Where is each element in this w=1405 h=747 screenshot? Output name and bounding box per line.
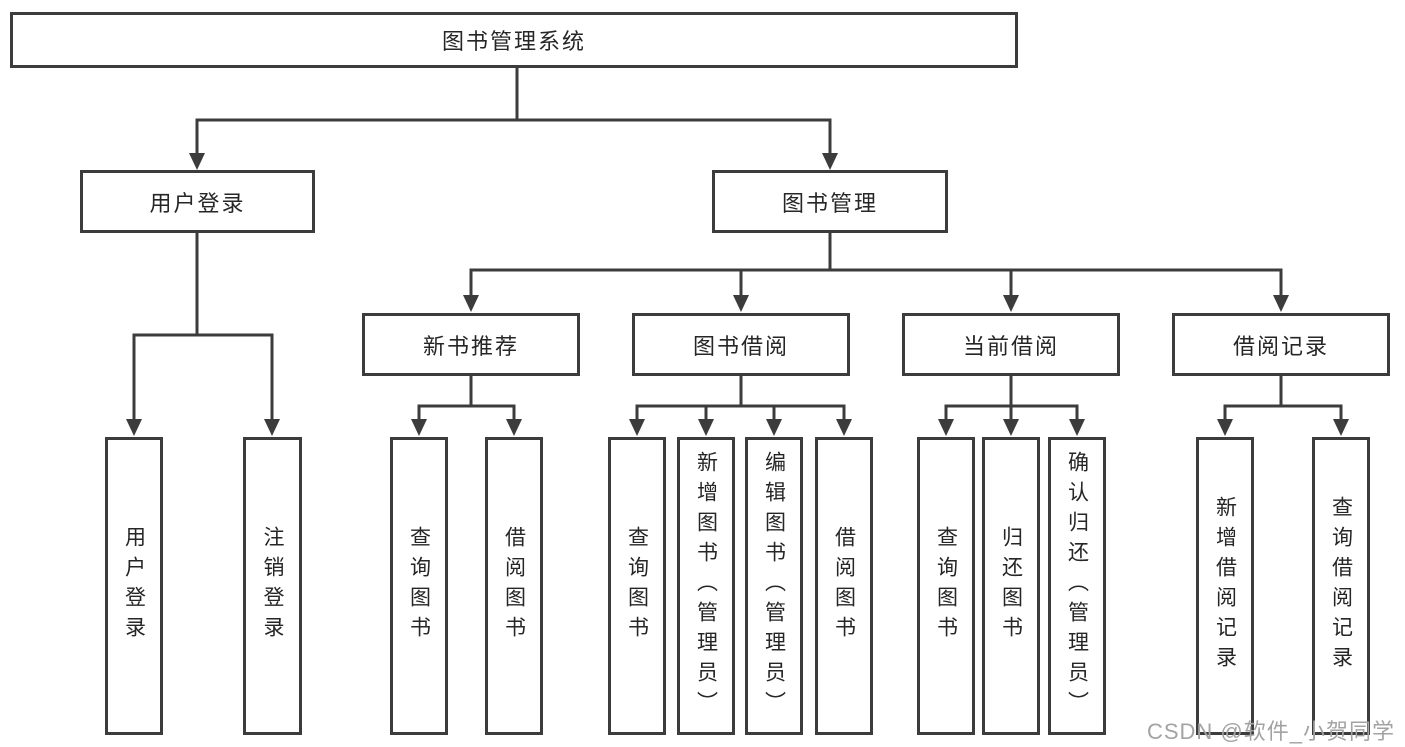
leaf-user-login: 用户登录 xyxy=(105,437,163,735)
leaf-query-books-current: 查询图书 xyxy=(917,437,975,735)
node-book-borrowing: 图书借阅 xyxy=(632,313,850,376)
node-new-book-recommend: 新书推荐 xyxy=(362,313,580,376)
csdn-watermark: CSDN @软件_小贺同学 xyxy=(1146,719,1395,744)
leaf-query-books-borrowing: 查询图书 xyxy=(608,437,666,735)
leaf-logout: 注销登录 xyxy=(243,437,302,735)
leaf-return-books: 归还图书 xyxy=(982,437,1040,735)
leaf-borrow-books-borrowing: 借阅图书 xyxy=(815,437,873,735)
node-book-management: 图书管理 xyxy=(712,170,948,233)
node-user-login: 用户登录 xyxy=(80,170,315,233)
node-current-borrowing: 当前借阅 xyxy=(902,313,1120,376)
leaf-query-books-recommend: 查询图书 xyxy=(390,437,448,735)
leaf-add-borrow-record: 新增借阅记录 xyxy=(1196,437,1254,735)
leaf-borrow-books-recommend: 借阅图书 xyxy=(485,437,543,735)
leaf-edit-books-admin: 编辑图书（管理员） xyxy=(745,437,803,735)
node-borrow-records: 借阅记录 xyxy=(1172,313,1390,376)
leaf-add-books-admin: 新增图书（管理员） xyxy=(677,437,735,735)
leaf-confirm-return-admin: 确认归还（管理员） xyxy=(1048,437,1106,735)
node-system-root: 图书管理系统 xyxy=(10,12,1018,68)
leaf-query-borrow-record: 查询借阅记录 xyxy=(1312,437,1370,735)
